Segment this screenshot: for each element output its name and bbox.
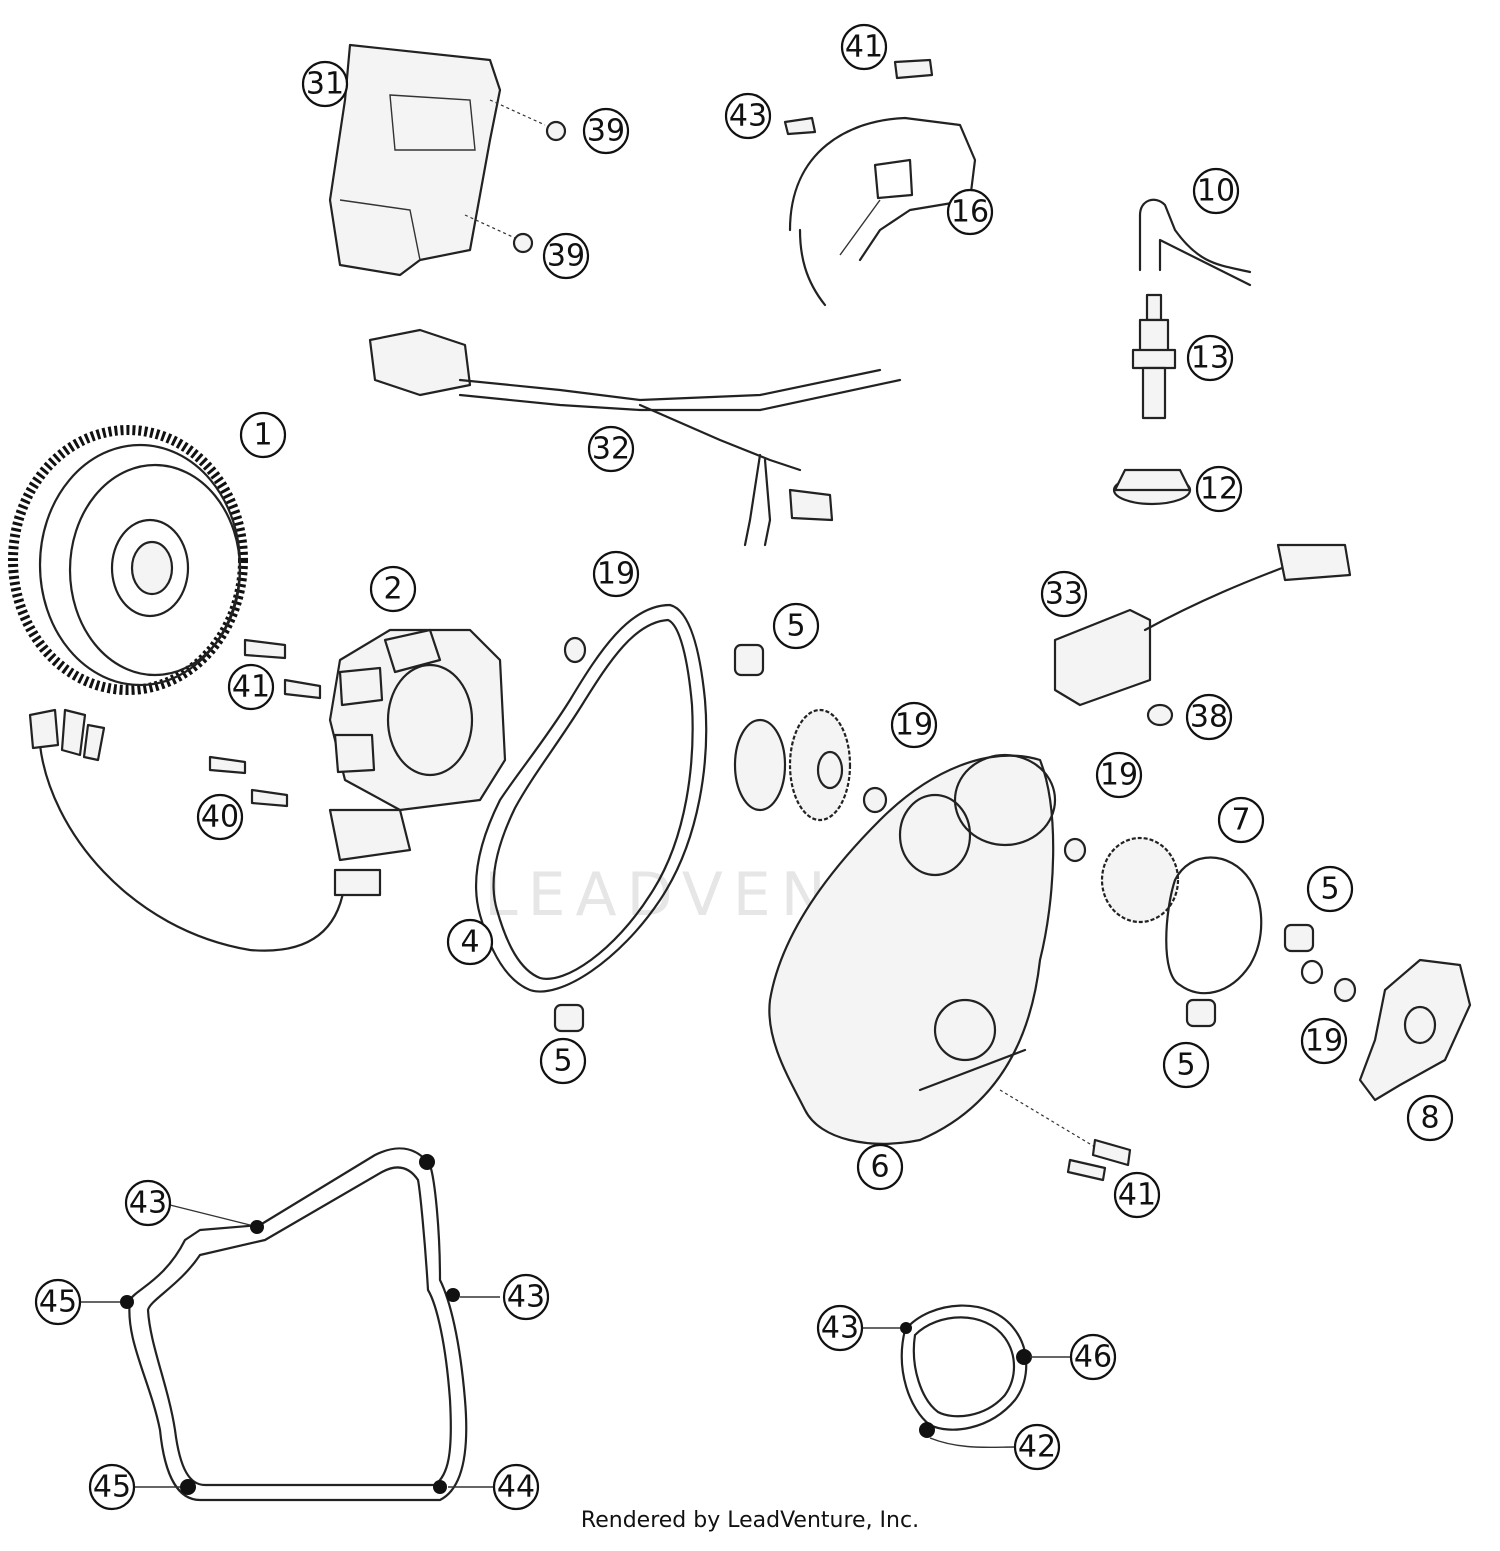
part-39-screws — [464, 99, 567, 254]
part-10-spark-plug-cap — [1138, 198, 1252, 287]
svg-text:2: 2 — [383, 572, 402, 607]
callout-33: 33 — [1040, 570, 1088, 618]
callout-5-c: 5 — [1306, 865, 1354, 913]
callout-13: 13 — [1186, 334, 1234, 382]
callout-8: 8 — [1406, 1094, 1454, 1142]
callout-19-d: 19 — [1300, 1017, 1348, 1065]
svg-text:31: 31 — [306, 67, 344, 102]
callout-44: 44 — [492, 1463, 540, 1511]
svg-text:39: 39 — [547, 239, 585, 274]
callout-38: 38 — [1185, 693, 1233, 741]
part-32-wiring-harness — [368, 328, 902, 547]
callout-7: 7 — [1217, 796, 1265, 844]
callout-43-gasket-left-right: 43 — [502, 1273, 550, 1321]
svg-text:13: 13 — [1191, 341, 1229, 376]
callout-5-a: 5 — [772, 602, 820, 650]
svg-text:44: 44 — [497, 1470, 535, 1505]
callout-5-b: 5 — [539, 1037, 587, 1085]
callout-31: 31 — [301, 60, 349, 108]
callout-4: 4 — [446, 918, 494, 966]
svg-text:1: 1 — [253, 418, 272, 453]
stator-lead — [28, 708, 347, 952]
svg-text:43: 43 — [821, 1311, 859, 1346]
callout-10: 10 — [1192, 167, 1240, 215]
svg-text:5: 5 — [1176, 1048, 1195, 1083]
svg-text:41: 41 — [1118, 1178, 1156, 1213]
gasket-detail-right — [862, 1304, 1070, 1449]
part-19-washers — [563, 636, 1357, 1003]
callout-45-lower: 45 — [88, 1463, 136, 1511]
svg-text:7: 7 — [1231, 803, 1250, 838]
svg-text:4: 4 — [460, 925, 479, 960]
svg-text:19: 19 — [1100, 758, 1138, 793]
callout-16: 16 — [946, 188, 994, 236]
callout-46: 46 — [1069, 1333, 1117, 1381]
callout-39-a: 39 — [582, 107, 630, 155]
part-2-stator — [328, 628, 507, 897]
gasket-detail-left — [80, 1147, 500, 1502]
credit-text: Rendered by LeadVenture, Inc. — [580, 1508, 920, 1533]
callout-5-d: 5 — [1162, 1041, 1210, 1089]
callout-45-upper: 45 — [34, 1278, 82, 1326]
part-6-ignition-cover — [768, 753, 1132, 1182]
svg-text:43: 43 — [507, 1280, 545, 1315]
callout-19-c: 19 — [1095, 751, 1143, 799]
callout-32: 32 — [587, 425, 635, 473]
svg-text:43: 43 — [129, 1186, 167, 1221]
svg-text:8: 8 — [1420, 1101, 1439, 1136]
callout-6: 6 — [856, 1143, 904, 1191]
svg-text:10: 10 — [1197, 174, 1235, 209]
part-1-flywheel — [8, 425, 248, 695]
svg-text:38: 38 — [1190, 700, 1228, 735]
svg-text:46: 46 — [1074, 1340, 1112, 1375]
callout-19-a: 19 — [592, 550, 640, 598]
callout-43-gasket-right: 43 — [816, 1304, 864, 1352]
svg-text:33: 33 — [1045, 577, 1083, 612]
svg-text:45: 45 — [39, 1285, 77, 1320]
part-7-gear-gasket — [1100, 836, 1263, 995]
callout-43-top: 43 — [724, 92, 772, 140]
svg-text:19: 19 — [597, 557, 635, 592]
part-16-coil — [783, 58, 977, 307]
callout-41-top: 41 — [840, 23, 888, 71]
svg-text:12: 12 — [1200, 472, 1238, 507]
svg-text:43: 43 — [729, 99, 767, 134]
svg-text:5: 5 — [786, 609, 805, 644]
starter-idler-gear — [733, 708, 852, 822]
svg-text:32: 32 — [592, 432, 630, 467]
callout-2: 2 — [369, 565, 417, 613]
svg-text:41: 41 — [845, 30, 883, 65]
callout-42: 42 — [1013, 1423, 1061, 1471]
part-31-control-unit — [328, 43, 502, 277]
svg-text:5: 5 — [1320, 872, 1339, 907]
callout-19-b: 19 — [890, 701, 938, 749]
part-41-40-screws — [208, 638, 322, 808]
part-4-gasket — [474, 603, 708, 993]
svg-text:39: 39 — [587, 114, 625, 149]
part-8-cover — [1358, 958, 1472, 1102]
svg-text:16: 16 — [951, 195, 989, 230]
callout-1: 1 — [239, 411, 287, 459]
svg-text:6: 6 — [870, 1150, 889, 1185]
svg-text:41: 41 — [232, 670, 270, 705]
svg-text:5: 5 — [553, 1044, 572, 1079]
part-13-spark-plug — [1131, 293, 1177, 420]
callout-41-left: 41 — [227, 663, 275, 711]
callout-12: 12 — [1195, 465, 1243, 513]
part-12-grommet — [1112, 468, 1192, 506]
callout-41-bottom: 41 — [1113, 1171, 1161, 1219]
svg-text:42: 42 — [1018, 1430, 1056, 1465]
part-33-regulator — [1053, 543, 1352, 727]
svg-text:19: 19 — [895, 708, 933, 743]
svg-text:45: 45 — [93, 1470, 131, 1505]
svg-text:40: 40 — [201, 800, 239, 835]
callout-39-b: 39 — [542, 232, 590, 280]
callout-40: 40 — [196, 793, 244, 841]
callout-43-gasket-left-top: 43 — [124, 1179, 172, 1227]
svg-text:19: 19 — [1305, 1024, 1343, 1059]
part-5-dowels — [553, 643, 1315, 1033]
